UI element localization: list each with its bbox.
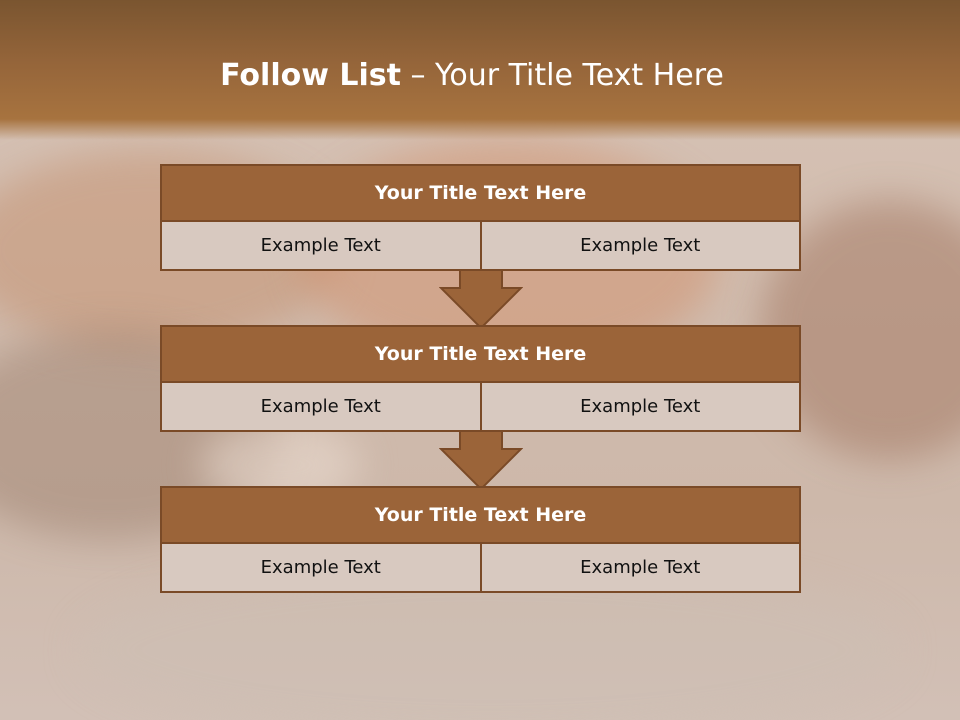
title-band	[0, 0, 960, 140]
list-block-1: Your Title Text Here Example Text Exampl…	[160, 164, 801, 271]
block-cell-left: Example Text	[260, 557, 381, 578]
block-title: Your Title Text Here	[160, 164, 801, 222]
block-cell-right: Example Text	[479, 383, 800, 430]
block-cell-right: Example Text	[479, 222, 800, 269]
list-block-2: Your Title Text Here Example Text Exampl…	[160, 325, 801, 432]
block-row: Example Text Example Text	[160, 222, 801, 271]
page-title: Follow List – Your Title Text Here	[0, 52, 960, 100]
block-cell-left: Example Text	[260, 396, 381, 417]
title-bold: Follow List	[220, 58, 401, 93]
down-arrow-icon	[439, 270, 523, 330]
title-rest: – Your Title Text Here	[400, 58, 724, 93]
list-block-3: Your Title Text Here Example Text Exampl…	[160, 486, 801, 593]
block-title: Your Title Text Here	[160, 325, 801, 383]
block-title: Your Title Text Here	[160, 486, 801, 544]
block-row: Example Text Example Text	[160, 383, 801, 432]
block-row: Example Text Example Text	[160, 544, 801, 593]
block-cell-right: Example Text	[479, 544, 800, 591]
block-cell-left: Example Text	[260, 235, 381, 256]
down-arrow-icon	[439, 431, 523, 491]
